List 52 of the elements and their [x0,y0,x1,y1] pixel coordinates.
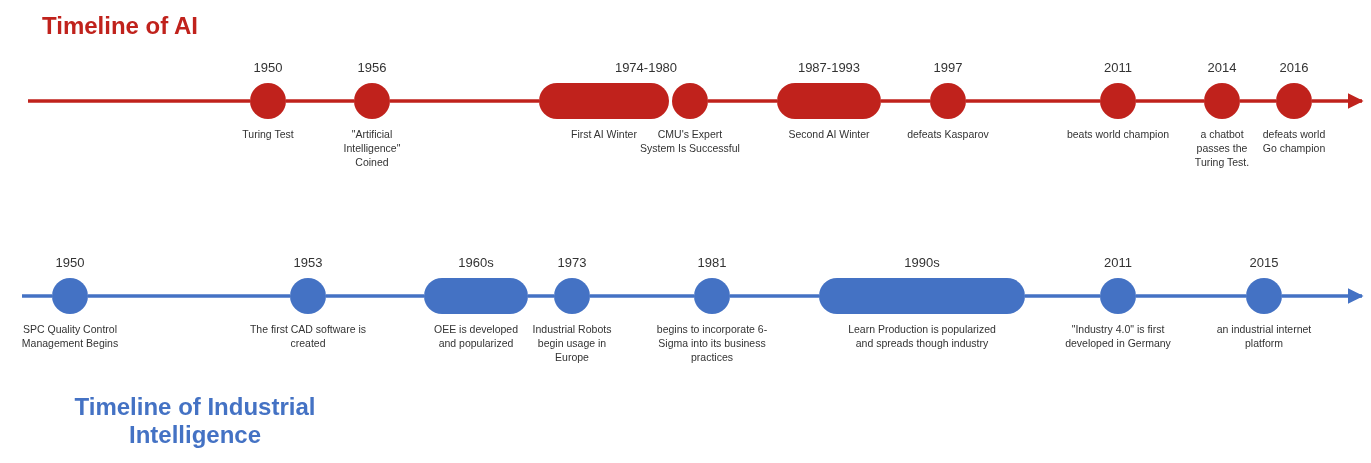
event-label: Second AI Winter [787,127,871,142]
timeline-line [966,99,1100,103]
event-label: begins to incorporate 6-Sigma into its business practices [655,322,769,365]
timeline-line [28,99,250,103]
timeline-line [730,294,819,298]
year-label: 1950 [54,255,86,270]
event-label: beats world champion [1065,127,1171,142]
event-label: "Artificial Intelligence" Coined [342,127,402,170]
timeline-line [881,99,930,103]
timeline-line [1240,99,1276,103]
event-label: Industrial Robots begin usage in Europe [531,322,613,365]
year-label: 1974-1980 [613,60,679,75]
event-label: CMU's Expert System Is Successful [640,127,740,156]
year-label: 2011 [1103,255,1133,270]
event-label: Turing Test [241,127,295,142]
year-label: 1953 [292,255,324,270]
timeline-line [390,99,539,103]
year-label: 1997 [932,60,964,75]
event-label: SPC Quality Control Management Begins [20,322,120,351]
event-label: Learn Production is popularized and spreads though industry [847,322,997,351]
event-label: The first CAD software is created [248,322,368,351]
event-label: a chatbot passes the Turing Test. [1193,127,1251,170]
timeline-line [326,294,424,298]
timeline-title: Timeline of Industrial Intelligence [73,393,317,449]
timeline-line [88,294,290,298]
timeline-line [1136,294,1246,298]
year-label: 1956 [356,60,388,75]
timeline-line [590,294,694,298]
year-label: 2016 [1278,60,1310,75]
event-label: an industrial internet platform [1215,322,1313,351]
event-label: defeats world Go champion [1262,127,1326,156]
year-label: 2014 [1206,60,1238,75]
timeline-line [1025,294,1100,298]
timeline-line [528,294,554,298]
event-label: OEE is developed and popularized [432,322,520,351]
timeline-line [22,294,52,298]
year-label: 1973 [556,255,588,270]
year-label: 2011 [1103,60,1133,75]
year-label: 2015 [1248,255,1280,270]
year-label: 1987-1993 [796,60,862,75]
timeline-title: Timeline of AI [41,12,199,40]
year-label: 1990s [903,255,941,270]
event-label: "Industry 4.0" is first developed in Germany [1064,322,1172,351]
timeline-line [1136,99,1204,103]
timeline-arrow [1282,288,1364,304]
year-label: 1981 [696,255,728,270]
timeline-line [286,99,354,103]
timeline-arrow [1312,93,1364,109]
year-label: 1960s [457,255,495,270]
event-label: defeats Kasparov [906,127,990,142]
timeline-line [708,99,777,103]
year-label: 1950 [252,60,284,75]
